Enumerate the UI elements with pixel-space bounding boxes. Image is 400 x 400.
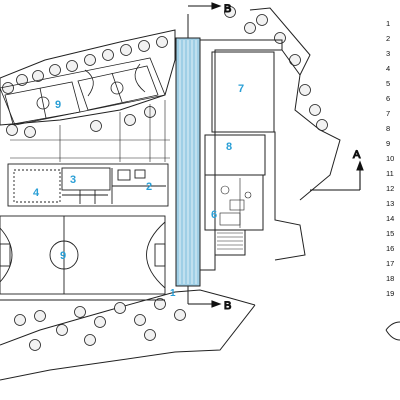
section-mark-b-bottom: B [188,299,232,313]
zone-label-8: 8 [226,141,232,153]
tree-icon [138,40,150,52]
tree-icon [156,36,168,48]
legend-number: 2 [386,34,390,43]
legend-number: 17 [386,259,394,268]
tree-icon [154,298,166,310]
tree-icon [56,324,68,336]
tree-icon [134,314,146,326]
zone-label-9a: 9 [55,99,61,111]
tree-icon [84,54,96,66]
tree-icon [120,44,132,56]
legend-number: 11 [386,169,394,178]
tree-icon [66,60,78,72]
legend-number: 1 [386,19,390,28]
section-label-a: A [353,149,361,161]
legend-number: 15 [386,229,394,238]
legend-number: 8 [386,124,390,133]
legend-number: 13 [386,199,394,208]
lower-court [0,215,166,301]
zone-label-3: 3 [70,174,76,186]
tree-icon [74,306,86,318]
north-arrow-icon [385,321,400,341]
tree-icon [102,49,114,61]
tree-icon [144,329,156,341]
legend-number: 18 [386,274,394,283]
tree-icon [24,126,36,138]
zone-label-6: 6 [211,209,217,221]
tree-cluster [2,6,328,351]
pool [175,14,201,304]
tree-icon [14,314,26,326]
section-mark-b-top: B [188,2,232,16]
right-building [200,7,341,271]
tree-icon [84,334,96,346]
zone-label-2: 2 [146,181,152,193]
tree-icon [309,104,321,116]
zone-label-7: 7 [238,83,244,95]
central-building [7,163,169,207]
legend-number: 3 [386,49,390,58]
legend-number: 7 [386,109,390,118]
site-boundary [0,29,256,381]
legend-number: 19 [386,289,394,298]
tree-icon [94,316,106,328]
tree-icon [90,120,102,132]
tree-icon [274,32,286,44]
tree-icon [29,339,41,351]
legend-number: 10 [386,154,394,163]
legend-number: 4 [386,64,390,73]
tree-icon [49,64,61,76]
paths [10,100,170,162]
tree-icon [114,302,126,314]
section-label-b-top: B [224,3,231,15]
legend-number: 9 [386,139,390,148]
zone-label-1: 1 [170,288,176,299]
legend-number: 14 [386,214,394,223]
tree-icon [289,54,301,66]
legend-number: 12 [386,184,394,193]
tree-icon [244,22,256,34]
upper-courts [0,57,166,126]
tree-icon [299,84,311,96]
zone-label-4: 4 [33,187,40,199]
tree-icon [2,82,14,94]
legend-number: 6 [386,94,390,103]
zone-label-9b: 9 [60,250,66,262]
tree-icon [32,70,44,82]
tree-icon [6,124,18,136]
section-label-b-bottom: B [224,300,231,312]
section-mark-a: A [310,148,364,191]
tree-icon [124,114,136,126]
tree-icon [224,6,236,18]
legend-number: 16 [386,244,394,253]
zone-labels: 9 3 4 2 9 1 7 8 6 [33,83,244,299]
legend-number: 5 [386,79,390,88]
tree-icon [174,309,186,321]
tree-icon [34,310,46,322]
tree-icon [256,14,268,26]
